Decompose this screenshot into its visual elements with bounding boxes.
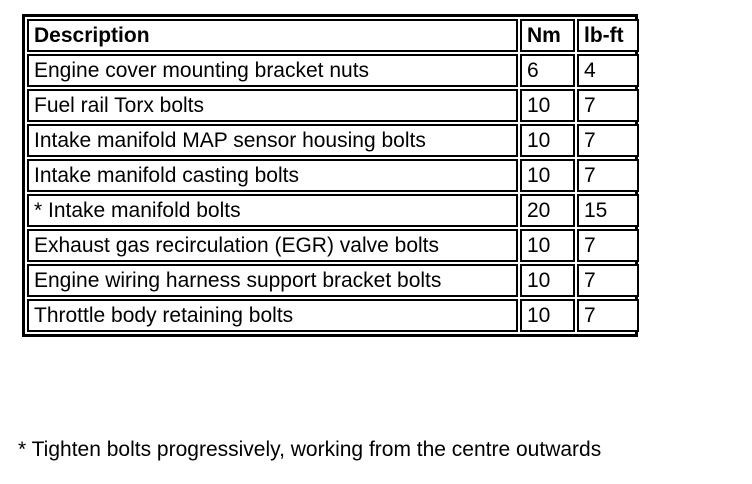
cell-nm: 6 xyxy=(520,54,575,87)
table-body: Engine cover mounting bracket nuts 6 4 F… xyxy=(27,54,639,332)
table-row: Intake manifold casting bolts 10 7 xyxy=(27,159,639,192)
column-header-lbft: lb-ft xyxy=(577,19,639,52)
cell-nm: 10 xyxy=(520,229,575,262)
table-row: Throttle body retaining bolts 10 7 xyxy=(27,299,639,332)
cell-description: Throttle body retaining bolts xyxy=(27,299,518,332)
table-row: Engine wiring harness support bracket bo… xyxy=(27,264,639,297)
cell-nm: 10 xyxy=(520,159,575,192)
cell-lbft: 7 xyxy=(577,89,639,122)
cell-description: Fuel rail Torx bolts xyxy=(27,89,518,122)
table-row: Fuel rail Torx bolts 10 7 xyxy=(27,89,639,122)
cell-nm: 10 xyxy=(520,299,575,332)
cell-lbft: 7 xyxy=(577,229,639,262)
cell-description: Engine wiring harness support bracket bo… xyxy=(27,264,518,297)
table-header: Description Nm lb-ft xyxy=(27,19,639,52)
cell-lbft: 7 xyxy=(577,159,639,192)
table-row: Intake manifold MAP sensor housing bolts… xyxy=(27,124,639,157)
cell-nm: 20 xyxy=(520,194,575,227)
cell-description: Intake manifold casting bolts xyxy=(27,159,518,192)
cell-description: Exhaust gas recirculation (EGR) valve bo… xyxy=(27,229,518,262)
table-row: Exhaust gas recirculation (EGR) valve bo… xyxy=(27,229,639,262)
cell-nm: 10 xyxy=(520,89,575,122)
cell-lbft: 7 xyxy=(577,264,639,297)
table-row: * Intake manifold bolts 20 15 xyxy=(27,194,639,227)
cell-description: Intake manifold MAP sensor housing bolts xyxy=(27,124,518,157)
torque-table: Description Nm lb-ft Engine cover mounti… xyxy=(25,17,641,334)
cell-description: * Intake manifold bolts xyxy=(27,194,518,227)
cell-description: Engine cover mounting bracket nuts xyxy=(27,54,518,87)
torque-specification-table: Description Nm lb-ft Engine cover mounti… xyxy=(22,14,641,337)
table-row: Engine cover mounting bracket nuts 6 4 xyxy=(27,54,639,87)
cell-lbft: 15 xyxy=(577,194,639,227)
cell-lbft: 4 xyxy=(577,54,639,87)
table-header-row: Description Nm lb-ft xyxy=(27,19,639,52)
cell-lbft: 7 xyxy=(577,299,639,332)
column-header-description: Description xyxy=(27,19,518,52)
footnote-text: * Tighten bolts progressively, working f… xyxy=(18,438,602,461)
column-header-nm: Nm xyxy=(520,19,575,52)
cell-nm: 10 xyxy=(520,264,575,297)
cell-lbft: 7 xyxy=(577,124,639,157)
cell-nm: 10 xyxy=(520,124,575,157)
